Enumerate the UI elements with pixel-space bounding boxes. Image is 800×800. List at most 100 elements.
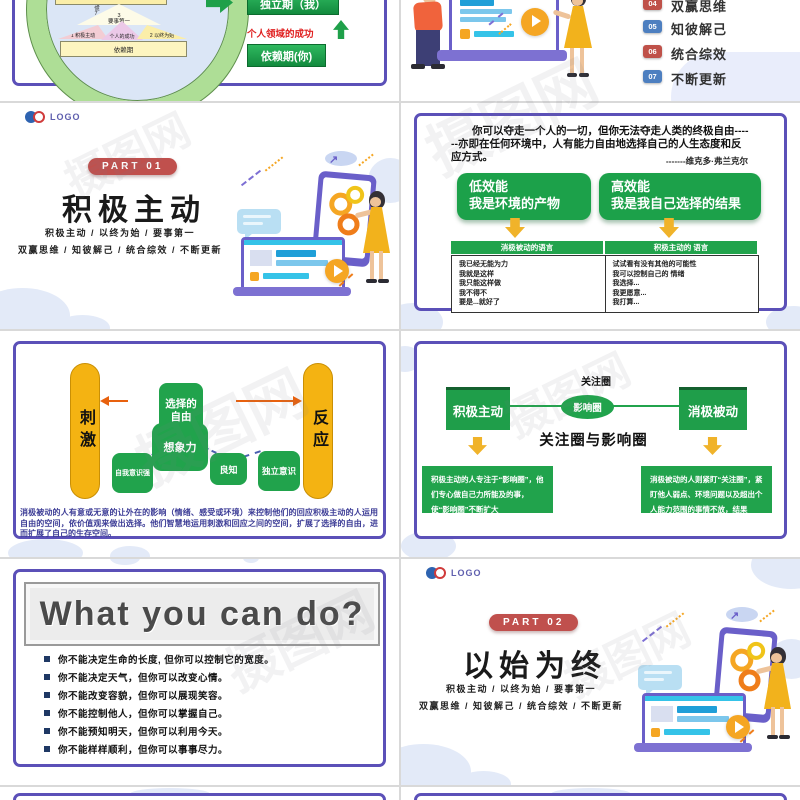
part-subtitle-1: 积极主动 / 以终为始 / 要事第一 (44, 228, 195, 238)
part-badge: PART 01 (88, 158, 178, 175)
woman-leg (570, 48, 574, 74)
slide-thumbnail-partial[interactable] (0, 787, 399, 800)
man-shirt (412, 1, 444, 33)
woman-leg (780, 707, 784, 737)
gear-icon (746, 641, 766, 661)
checkbox-icon (250, 272, 259, 281)
part-subtitle-2: 双赢思维 / 知彼解己 / 统合综效 / 不断更新 (418, 701, 623, 711)
woman-head (771, 653, 782, 663)
contents-item-number: 07 (643, 70, 662, 83)
independent-will-node: 独立意识 (258, 451, 300, 491)
part-title: 以始为终 (463, 650, 607, 683)
speech-bubble-icon (237, 209, 281, 240)
response-bar: 反应 (303, 363, 333, 499)
bullet-item: 你不能决定生命的长度, 但你可以控制它的宽度。 (44, 652, 274, 666)
arrow-to-response (236, 396, 302, 406)
slide-thumbnail-part02[interactable]: LOGO PART 02 以始为终 积极主动 / 以终为始 / 要事第一 双赢思… (401, 559, 800, 785)
logo: LOGO (426, 567, 482, 579)
screen-row (460, 17, 506, 22)
slide-thumbnail-maturity-model[interactable]: 习惯7 3 要事第一 1 积极主动 个人的成功 2 以终为始 依赖期 独立期（我… (0, 0, 399, 101)
checkbox-icon (651, 728, 660, 737)
contents-item-number: 05 (643, 20, 662, 33)
woman-leg (580, 48, 584, 74)
contents-item-label: 统合综效 (671, 47, 728, 62)
bullet-item: 你不能样样顺利，但你可以事事尽力。 (44, 742, 228, 756)
contents-item-label: 双赢思维 (671, 0, 728, 14)
laptop-base (233, 287, 351, 296)
slide-thumbnail-contents[interactable]: 04 双赢思维 05 知彼解己 06 统合综效 07 不断更新 (401, 0, 800, 101)
arrow-up-decoration: ↗ (329, 154, 339, 166)
woman-shoe (567, 73, 577, 77)
bullet-icon (44, 728, 50, 734)
woman-shoe (378, 279, 389, 283)
cloud-decoration (671, 52, 800, 101)
woman-head (370, 197, 381, 207)
laptop-base (634, 743, 752, 752)
contents-item-number: 04 (643, 0, 662, 10)
speech-bubble-icon (638, 665, 682, 696)
slide-thumbnail-effectiveness[interactable]: 你可以夺走一个人的一切，但你无法夺走人类的终极自由------亦即在任何环境中，… (401, 103, 800, 329)
play-button-icon (325, 259, 349, 283)
reactive-description: 消极被动的人则紧盯“关注圈”，紧盯他人弱点、环境问题以及超出个人能力范围的事情不… (641, 466, 772, 529)
slide-thumbnail-what-you-can-do[interactable]: What you can do? 你不能决定生命的长度, 但你可以控制它的宽度。… (0, 559, 399, 785)
high-effectiveness-box: 高效能 我是我自己选择的结果 (599, 173, 761, 220)
pyramid-top-label: 3 要事第一 (107, 13, 130, 25)
self-awareness-node: 自我意识强 (112, 453, 153, 493)
man-pants (416, 30, 440, 66)
habit7-label: 习惯7 (93, 0, 99, 17)
screen-panel (250, 250, 272, 266)
woman-shoe (366, 279, 377, 283)
illustration-devices-woman: ↗ (233, 151, 392, 301)
screen-row (460, 9, 512, 14)
screen-row (460, 0, 494, 6)
arrow-to-stimulus (100, 396, 128, 406)
bullet-icon (44, 656, 50, 662)
bullet-icon (44, 692, 50, 698)
slide-thumbnail-part01[interactable]: LOGO PART 01 积极主动 积极主动 / 以终为始 / 要事第一 双赢思… (0, 103, 399, 329)
title-box: What you can do? (24, 582, 380, 646)
slide-thumbnail-circles[interactable]: 关注圈 积极主动 影响圈 消极被动 关注圈与影响圈 积极主动的人专注于“影响圈”… (401, 331, 800, 557)
man-shoe (431, 64, 445, 69)
quote-author: -------维克多·弗兰克尔 (665, 156, 748, 166)
slide-thumbnail-partial[interactable] (401, 787, 800, 800)
circles-title: 关注圈与影响圈 (539, 433, 648, 449)
quote-text: 你可以夺走一个人的一切，但你无法夺走人类的终极自由------亦即在任何环境中，… (451, 125, 749, 163)
checkbox-icon (460, 29, 470, 39)
bullet-icon (44, 710, 50, 716)
pyramid-independent-bar (55, 0, 167, 5)
woman-shoe (579, 73, 589, 77)
slide-thumbnail-stimulus-response[interactable]: 刺激 反应 选择的自由 想象力 自我意识强 良知 独立意识 消极被动的人有意或无… (0, 331, 399, 557)
bullet-item: 你不能预知明天，但你可以利用今天。 (44, 724, 228, 738)
dots-decoration (759, 609, 775, 623)
bullet-icon (44, 746, 50, 752)
logo: LOGO (25, 111, 81, 123)
play-button-icon (521, 8, 549, 36)
reactive-box: 消极被动 (679, 387, 747, 430)
laptop-base (437, 50, 567, 61)
bullet-icon (44, 674, 50, 680)
logo-ring-icon (434, 567, 446, 579)
positive-language-column: 试试看有没有其他的可能性 我可以控制自己的 情绪 我选择... 我更愿意... … (604, 256, 759, 312)
proactive-description: 积极主动的人专注于“影响圈”，他们专心做自己力所能及的事，使“影响圈”不断扩大 (422, 466, 553, 514)
arrow-up-decoration: ↗ (730, 610, 740, 622)
play-button-icon (726, 715, 750, 739)
man-shoe (411, 64, 425, 69)
dots-decoration (358, 153, 374, 167)
illustration-devices-woman: ↗ (634, 607, 793, 757)
bullet-item: 你不能决定天气，但你可以改变心情。 (44, 670, 228, 684)
contents-item-number: 06 (643, 45, 662, 58)
woman-leg (771, 707, 775, 737)
imagination-node: 想象力 (152, 423, 208, 471)
contents-item-label: 不断更新 (671, 72, 728, 87)
conscience-node: 良知 (210, 453, 247, 485)
woman-head (572, 0, 583, 6)
part-subtitle-2: 双赢思维 / 知彼解己 / 统合综效 / 不断更新 (17, 245, 222, 255)
logo-ring-icon (33, 111, 45, 123)
pyramid-left-label: 1 积极主动 (70, 33, 96, 39)
personal-success-label: 个人领域的成功 (247, 29, 314, 40)
screen-row (474, 31, 514, 37)
dots-decoration (665, 612, 685, 628)
proactive-box: 积极主动 (446, 387, 510, 430)
bullet-item: 你不能控制他人，但你可以掌握自己。 (44, 706, 228, 720)
